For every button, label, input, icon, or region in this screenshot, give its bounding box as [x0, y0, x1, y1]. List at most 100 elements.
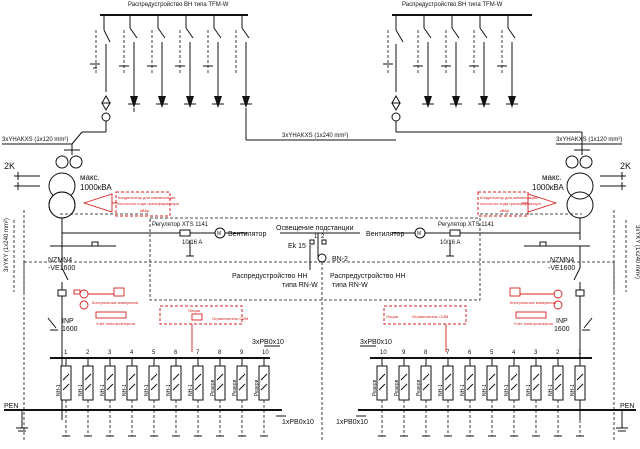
feeder-label: Резерв — [232, 379, 238, 396]
lv-left-breaker2: -VE1600 — [48, 265, 75, 272]
feeder-label: NH-1 — [438, 384, 444, 396]
feeder-number: 5 — [490, 350, 494, 356]
aux-right-fan: Вентилятор — [366, 231, 404, 238]
cap-right-line3: кВАр — [500, 208, 510, 213]
feeder-right-2: 2NH-1 — [548, 350, 564, 437]
feeder-left-7: 7NH-1 — [188, 350, 204, 437]
cap-right-line2: холостого хода трансформатора — [480, 201, 542, 206]
feeder-right-4: 4NH-1 — [504, 350, 520, 437]
tr-left-rating: 1000кВА — [80, 183, 112, 192]
cap-left-line1: Конденсатор для компенсации — [118, 195, 175, 200]
feeder-number: 4 — [130, 350, 134, 356]
feeder-number: 9 — [402, 350, 406, 356]
lv-right-meter-acct: Учёт электроэнергии — [514, 321, 553, 326]
feeder-label: Резерв — [372, 379, 378, 396]
lv-right-meter-ctrl: Контрольные измерения — [510, 300, 556, 305]
aux-left-fuse: 10/16 A — [182, 240, 202, 246]
lv-right-busbar: 3xPB0x10 — [360, 339, 392, 346]
feeder-label: NH-1 — [504, 384, 510, 396]
tr-right-rating: 1000кВА — [532, 183, 564, 192]
feeder-number: 3 — [534, 350, 538, 356]
lv-left-cable-label: 3xYKY (1x240 mm²) — [4, 218, 10, 272]
feeder-number: 3 — [108, 350, 112, 356]
tr-left-max: макс. — [80, 173, 100, 182]
lv-right-pen-bar: 1xPB0x10 — [336, 419, 368, 426]
feeder-left-6: 6NH-1 — [166, 350, 182, 437]
lv-right-breaker1: NZMN4 — [550, 257, 574, 264]
feeder-label: NH-1 — [188, 384, 194, 396]
aux-left-regulator: Регулятор XTS 1141 — [152, 222, 209, 228]
lv-right-cable-label: 3xYKY (1x240 mm²) — [634, 225, 640, 279]
feeder-number: 9 — [240, 350, 244, 356]
aux-lighting: Освещение подстанции — [276, 225, 354, 232]
aux-section: Регулятор XTS 1141 Регулятор XTS 1141 10… — [62, 217, 580, 301]
svg-text:2: 2 — [321, 234, 325, 240]
feeder-number: 7 — [446, 350, 450, 356]
hv-switchgear-right: Распредустройство ВН типа TFM-W — [383, 1, 582, 133]
feeder-label: NH-1 — [526, 384, 532, 396]
cap-right-line1: Конденсатор для компенсации — [480, 195, 537, 200]
feeder-number: 7 — [196, 350, 200, 356]
feeder-label: Резерв — [416, 379, 422, 396]
feeder-number: 2 — [556, 350, 560, 356]
feeder-left-2: 2NH-1 — [78, 350, 94, 437]
lv-left-inp1: INP — [62, 318, 74, 325]
aux-ek: Ek 15 — [288, 243, 306, 250]
feeder-right-6: 6NH-1 — [460, 350, 476, 437]
feeder-number: 1 — [578, 350, 582, 356]
lv-left-pen: PEN — [4, 403, 18, 410]
feeder-label: NH-1 — [144, 384, 150, 396]
lv-right-title2: типа RN-W — [332, 282, 368, 289]
feeder-label: NH-1 — [460, 384, 466, 396]
feeder-label: NH-1 — [166, 384, 172, 396]
svg-text:1: 1 — [314, 234, 318, 240]
feeder-label: NH-1 — [56, 384, 62, 396]
lv-right-title1: Распредустройство НН — [330, 272, 405, 280]
lv-left-pen-bar: 1xPB0x10 — [282, 419, 314, 426]
lv-right-inp1: INP — [556, 318, 568, 325]
feeder-number: 4 — [512, 350, 516, 356]
lv-left-meter-ctrl: Контрольные измерения — [92, 300, 138, 305]
lv-left-meter-acct: Учёт электроэнергии — [96, 321, 135, 326]
lv-right-opt2: Ограничитель СИМ — [412, 314, 448, 319]
lv-left-inp2: 1600 — [62, 326, 78, 333]
hv-switchgear-left: Распредустройство ВН типа TFM-W — [82, 1, 252, 133]
lv-right-breaker2: -VE1600 — [548, 265, 575, 272]
feeder-label: NH-1 — [122, 384, 128, 396]
lv-right-feeders: 10Резерв9Резерв8Резерв7NH-16NH-15NH-14NH… — [372, 350, 586, 437]
hv-left-title: Распредустройство ВН типа TFM-W — [128, 1, 229, 8]
feeder-left-3: 3NH-1 — [100, 350, 116, 437]
tr-left-tag: 2K — [4, 161, 15, 171]
feeder-label: NH-1 — [100, 384, 106, 396]
feeder-number: 5 — [152, 350, 156, 356]
cap-left-line3: кВАр — [140, 208, 150, 213]
lv-left-opt1: Опция — [188, 308, 200, 313]
feeder-label: NH-1 — [78, 384, 84, 396]
lv-left-title2: типа RN-W — [282, 282, 318, 289]
feeder-label: NH-1 — [482, 384, 488, 396]
aux-bn: BN-2 — [332, 256, 348, 263]
feeder-number: 10 — [262, 350, 269, 356]
feeder-label: Резерв — [210, 379, 216, 396]
lv-right-opt1: Опция — [386, 314, 398, 319]
lv-left-feeders: 1NH-12NH-13NH-14NH-15NH-16NH-17NH-18Резе… — [56, 350, 270, 437]
feeder-number: 10 — [380, 350, 387, 356]
feeder-right-5: 5NH-1 — [482, 350, 498, 437]
feeder-number: 6 — [174, 350, 178, 356]
fan-left-icon: M — [217, 231, 221, 237]
lv-switchgear-left: Распредустройство НН типа RN-W NZMN4 -VE… — [4, 246, 323, 440]
feeder-right-1: 1NH-1 — [570, 350, 586, 437]
hv-right-cable-label: 3xYHAKXS (1x120 mm²) — [556, 137, 622, 143]
lv-left-title1: Распредустройство НН — [232, 272, 307, 280]
hv-mid-cable-label: 3xYHAKXS (1x240 mm²) — [282, 133, 348, 139]
feeder-label: NH-1 — [570, 384, 576, 396]
aux-right-regulator: Регулятор XTS 1141 — [438, 222, 495, 228]
lv-left-breaker1: NZMN4 — [48, 257, 72, 264]
hv-right-title: Распредустройство ВН типа TFM-W — [402, 1, 503, 8]
